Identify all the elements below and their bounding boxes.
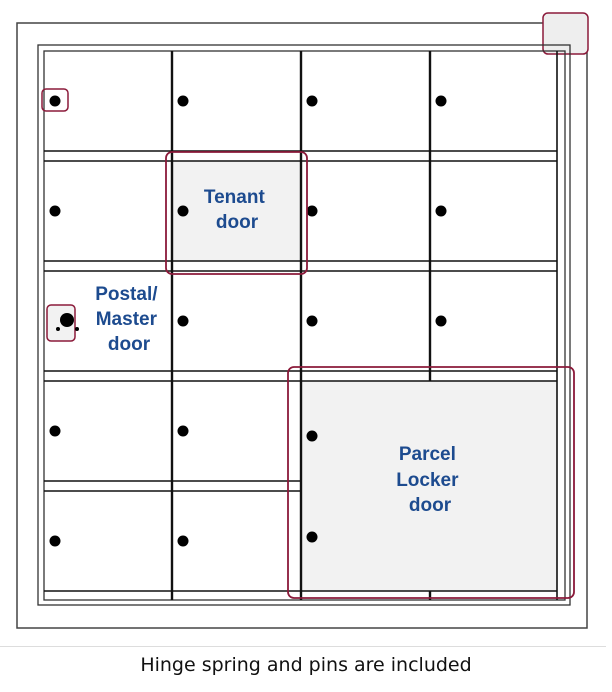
hinge-pin-icon [49,95,61,107]
hinge-pin-icon [435,205,447,217]
inner-frame [37,44,571,606]
master-lock-icon [60,313,74,327]
column-dividers [170,51,432,600]
hinge-pin-icon [49,205,61,217]
hinge-pin-icon [177,425,189,437]
hinge-pin-icon [435,315,447,327]
hinge-pin-highlight [41,88,69,112]
hinge-pin-icon [49,425,61,437]
postal-master-door-label: Postal/ Master door [95,284,163,355]
hinge-pin-icon [306,315,318,327]
inner-frame-2 [43,50,566,601]
hinge-pin-icon [306,531,318,543]
parcel-locker-door-label: Parcel Locker door [396,444,464,516]
lock-pin-icon [75,327,79,331]
corner-highlight [542,12,589,55]
hinge-pin-icon [177,315,189,327]
tenant-door-fill [172,161,301,261]
hinge-pin-icon [306,430,318,442]
lock-pin-icon [56,327,60,331]
tenant-door-label: Tenant door [204,187,270,233]
hinge-pin-icon [177,535,189,547]
hinge-pin-icon [306,95,318,107]
parcel-door-fill [301,381,557,591]
parcel-door-highlight [287,366,575,599]
hinge-pin-icon [177,95,189,107]
tenant-door-highlight [165,151,308,275]
caption: Hinge spring and pins are included [140,654,472,676]
hinge-pin-icon [49,535,61,547]
hinge-pin-icon [435,95,447,107]
hinge-pins [49,95,447,547]
divider [0,646,606,647]
hinge-pin-icon [177,205,189,217]
hinge-pin-icon [306,205,318,217]
